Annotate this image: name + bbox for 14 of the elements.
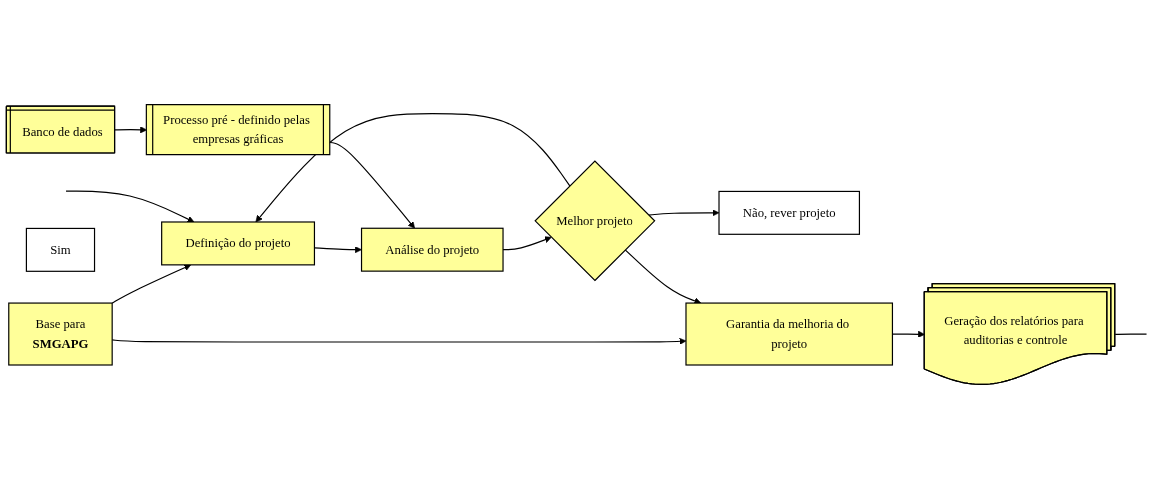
arrow (329, 141, 415, 229)
arrow (65, 190, 195, 223)
arrow (624, 249, 702, 305)
node-box: Análise do projeto (360, 227, 504, 272)
node-box: Garantia da melhoria do projeto (685, 302, 894, 366)
connector (1114, 333, 1148, 336)
node-box: Não, rever projeto (718, 190, 861, 235)
arrow (114, 126, 148, 134)
node-box: Sim (25, 227, 96, 272)
arrow (111, 264, 192, 304)
node-box: Base para SMGAPG (8, 302, 113, 366)
node-box: Definição do projeto (161, 221, 316, 266)
node-diamond: Melhor projeto (534, 160, 656, 282)
arrow (255, 113, 571, 223)
